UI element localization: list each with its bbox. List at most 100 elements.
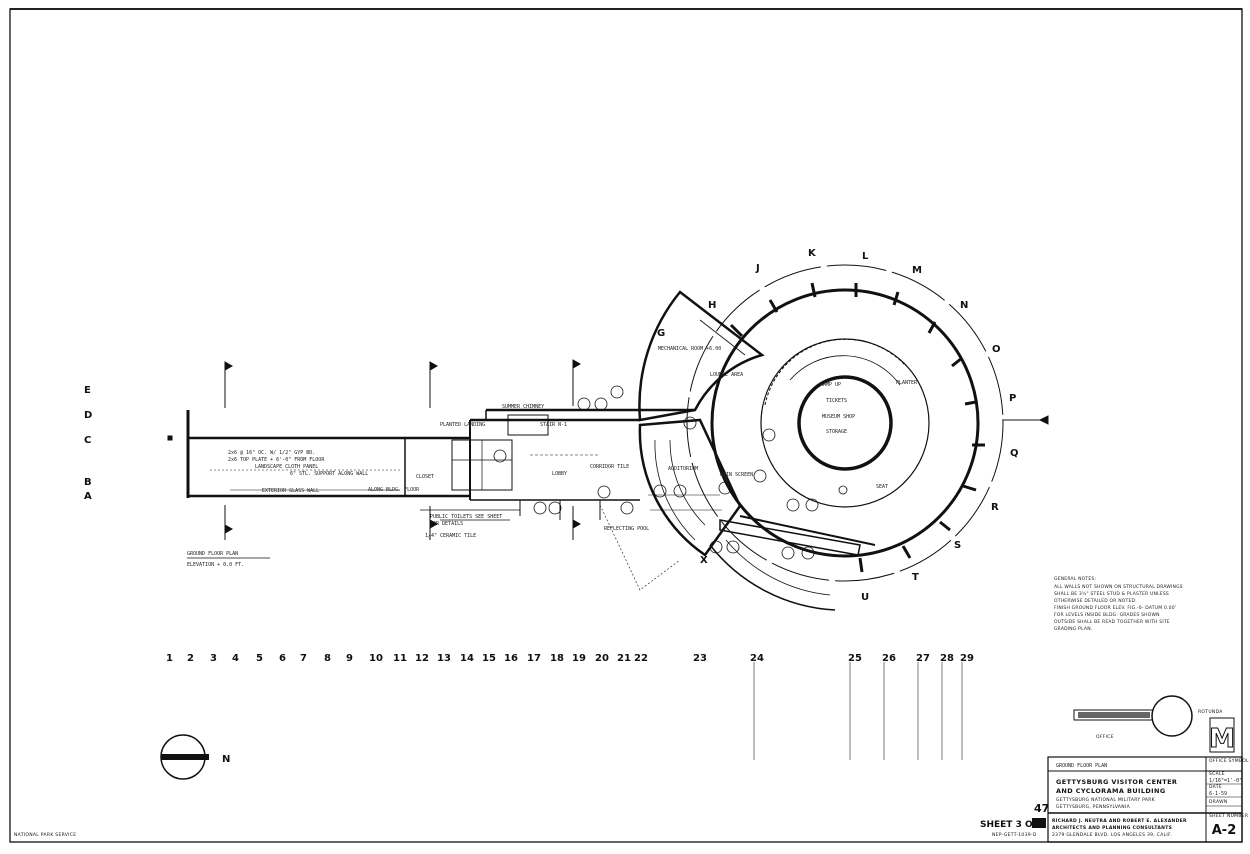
svg-text:P: P [1009,393,1016,404]
row-label-c: C [84,435,91,446]
lounge-label: LOUNGE AREA [710,372,743,378]
grid-number-20: 20 [595,653,609,664]
ramp-label: RAMP UP [820,382,841,388]
title-block [1047,756,1243,843]
row-label-a: A [84,491,92,502]
svg-text:Q: Q [1010,448,1019,459]
grid-number-19: 19 [572,653,586,664]
key-plan-rotunda-label: ROTUNDA [1198,709,1223,715]
svg-text:SHALL BE 3½" STEEL STUD & PLAS: SHALL BE 3½" STEEL STUD & PLASTER UNLESS [1054,590,1169,597]
svg-text:O: O [992,344,1001,355]
north-label: N [222,754,230,765]
title-block-text: GROUND FLOOR PLAN GETTYSBURG VISITOR CEN… [1052,758,1249,838]
grid-number-15: 15 [482,653,496,664]
museum-label: MUSEUM SHOP [822,414,855,420]
svg-text:FOR DETAILS: FOR DETAILS [430,521,463,527]
date-label: DATE [1209,784,1222,790]
grid-number-4: 4 [232,653,239,664]
planter-label: PLANTER [896,380,918,386]
svg-text:U: U [861,592,869,603]
drawing-title: GROUND FLOOR PLAN ELEVATION + 0.0 FT. [187,551,270,568]
project-line1: GETTYSBURG VISITOR CENTER [1056,778,1177,786]
sheet-code: A-2 [1212,823,1237,838]
date-value: 6-1-59 [1209,791,1227,797]
svg-text:ALL WALLS NOT SHOWN ON STRUCTU: ALL WALLS NOT SHOWN ON STRUCTURAL DRAWIN… [1054,584,1183,590]
linear-wing [167,408,695,521]
scale-label: SCALE [1209,771,1225,777]
grid-number-17: 17 [527,653,541,664]
grid-number-28: 28 [940,653,954,664]
key-plan-letter: M [1209,724,1235,754]
grid-number-24: 24 [750,653,764,664]
svg-text:H: H [708,300,716,311]
grid-number-5: 5 [256,653,263,664]
grid-number-26: 26 [882,653,896,664]
grid-number-14: 14 [460,653,474,664]
key-plan: ROTUNDA OFFICE M [1073,695,1235,755]
svg-text:6" STL. SUPPORT ALONG WALL: 6" STL. SUPPORT ALONG WALL [290,471,368,477]
park-name: GETTYSBURG NATIONAL MILITARY PARK [1056,797,1156,803]
row-label-e: E [84,385,91,396]
svg-text:FOR LEVELS INSIDE BLDG. GRADES: FOR LEVELS INSIDE BLDG. GRADES SHOWN [1054,612,1160,618]
scale-value: 1/16"=1'-0" [1209,778,1242,784]
grid-number-3: 3 [210,653,217,664]
grid-number-7: 7 [300,653,307,664]
svg-text:T: T [912,572,919,583]
grid-number-9: 9 [346,653,353,664]
landing-label: PLANTED LANDING [440,422,485,428]
grid-number-27: 27 [916,653,930,664]
section-flags [224,359,1049,540]
rotunda [599,264,1004,611]
key-plan-rotunda [1151,695,1193,737]
grid-number-22: 22 [634,653,648,664]
reflecting-label: REFLECTING POOL [604,526,649,532]
closet-label: CLOSET [416,474,434,480]
lobby-label: LOBBY [552,471,567,477]
rotunda-labels: MECHANICAL ROOM +6.00 LOUNGE AREA STORAG… [658,346,918,490]
north-arrow: N [160,734,230,780]
key-plan-office-label: OFFICE [1096,734,1114,740]
grid-number-2: 2 [187,653,194,664]
location: GETTYSBURG, PENNSYLVANIA [1056,804,1131,810]
wing-annotations: 2x6 @ 16" OC. W/ 1/2" GYP BD. 2x6 TOP PL… [228,404,649,539]
svg-text:J: J [755,263,760,274]
sheet-ref: NEP-GETT-1039-D [992,832,1037,838]
grid-number-16: 16 [504,653,518,664]
svg-text:GRADING PLAN.: GRADING PLAN. [1054,626,1092,632]
grid-number-13: 13 [437,653,451,664]
svg-text:ALONG BLDG. FLOOR: ALONG BLDG. FLOOR [368,487,420,493]
svg-text:PUBLIC TOILETS SEE SHEET: PUBLIC TOILETS SEE SHEET [430,514,502,520]
svg-text:1/4" CERAMIC TILE: 1/4" CERAMIC TILE [425,533,476,539]
sheet-count: 47 SHEET 3 OF NEP-GETT-1039-D [980,802,1049,838]
svg-text:CORRIDOR TILE: CORRIDOR TILE [590,464,629,470]
svg-text:K: K [808,248,817,259]
svg-text:OTHERWISE DETAILED OR NOTED.: OTHERWISE DETAILED OR NOTED. [1054,598,1137,604]
svg-text:SUMMER CHIMNEY: SUMMER CHIMNEY [502,404,544,410]
svg-text:M: M [912,265,922,276]
architect-address: 2379 GLENDALE BLVD. LOS ANGELES 39, CALI… [1052,832,1172,838]
notes-heading: GENERAL NOTES: [1054,576,1096,582]
svg-text:N: N [960,300,968,311]
svg-text:2x6 TOP PLATE + 6'-0" FROM FLO: 2x6 TOP PLATE + 6'-0" FROM FLOOR [228,457,325,463]
row-markers: E D C B A [84,385,92,502]
svg-text:G: G [657,328,665,339]
drawn-label: DRAWN [1209,799,1228,805]
grid-number-25: 25 [848,653,862,664]
svg-text:EXTERIOR GLASS WALL: EXTERIOR GLASS WALL [262,488,319,494]
sheet-number-label: SHEET NUMBER [1209,813,1248,819]
grid-number-21: 21 [617,653,631,664]
row-label-b: B [84,477,92,488]
svg-text:OUTSIDE SHALL BE READ TOGETHER: OUTSIDE SHALL BE READ TOGETHER WITH SITE [1054,619,1170,625]
svg-text:FINISH GROUND FLOOR ELEV. FIG.: FINISH GROUND FLOOR ELEV. FIG.-0- DATUM … [1054,605,1176,611]
plan-title-line1: GROUND FLOOR PLAN [187,551,238,557]
tickets-label: TICKETS [826,398,847,404]
sheet-total: 47 [1034,802,1049,815]
detail-bubbles [493,385,848,560]
outer-border [9,8,1243,843]
auditorium-label: AUDITORIUM [668,466,698,472]
grid-number-23: 23 [693,653,707,664]
sheet-label: SHEET 3 OF [980,820,1039,830]
grid-number-18: 18 [550,653,564,664]
